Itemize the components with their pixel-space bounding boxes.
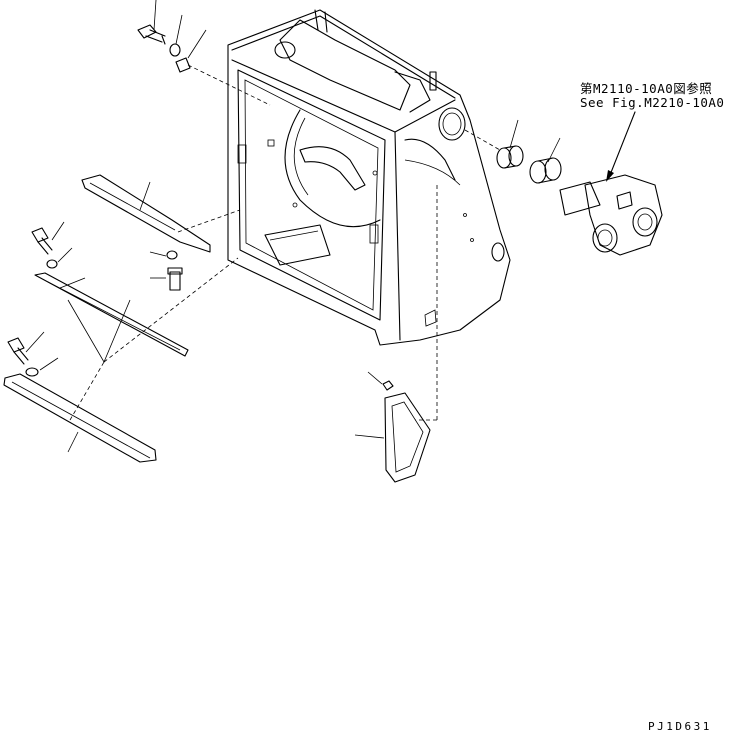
assembly-line-top xyxy=(187,64,271,106)
leader-line-seal xyxy=(59,277,86,289)
washer-center xyxy=(166,250,178,260)
bolt-mid-left xyxy=(31,227,53,255)
leader-line-washer xyxy=(175,14,183,45)
reference-note-english: See Fig.M2210-10A0 xyxy=(580,95,725,110)
clip-top-left xyxy=(175,57,191,73)
leader-line-lower-plate xyxy=(67,431,79,453)
reference-note-japanese: 第M2110-10A0図参照 xyxy=(580,81,713,96)
access-cover xyxy=(384,392,431,483)
leader-line-nut xyxy=(367,371,383,385)
washer-lower-left xyxy=(25,367,39,377)
leader-line-bolt-lower xyxy=(25,331,45,353)
drawing-code: PJ1D631 xyxy=(648,720,712,733)
washer-mid-left xyxy=(46,259,58,269)
seal-strip xyxy=(34,272,189,357)
bolt-lower-left xyxy=(7,337,29,365)
upper-cover-strip xyxy=(81,174,211,253)
lower-cover-plate xyxy=(3,373,157,463)
leader-line-washer-center xyxy=(149,251,167,257)
leader-line-bushing-inner xyxy=(509,119,519,149)
leader-line-upper-strip xyxy=(139,181,151,211)
assembly-line-upper-strip xyxy=(177,209,241,233)
leader-line-access-cover xyxy=(354,434,385,439)
center-pin-assembly xyxy=(559,174,663,256)
assembly-line-lower-plate xyxy=(69,361,105,421)
leader-line-clip xyxy=(187,29,207,59)
leader-line-bushing-outer xyxy=(547,137,561,163)
nut-access-cover xyxy=(382,380,394,391)
washer-top-left xyxy=(169,43,181,57)
assembly-line-seal xyxy=(103,257,239,363)
leader-line-bolt-mid xyxy=(51,221,65,241)
radiator-guard-frame xyxy=(227,9,511,346)
reference-arrow-line xyxy=(609,111,636,176)
assembly-line-bushing xyxy=(464,129,501,151)
bolt-center xyxy=(167,267,183,291)
bolt-top-left xyxy=(137,24,166,45)
leader-line-bolt xyxy=(153,0,157,31)
reference-arrowhead xyxy=(606,170,614,182)
bushing-outer xyxy=(529,157,562,184)
leader-line-washer-lower xyxy=(39,357,59,371)
bushing-inner xyxy=(496,145,524,169)
leader-line-washer-mid xyxy=(57,247,73,263)
